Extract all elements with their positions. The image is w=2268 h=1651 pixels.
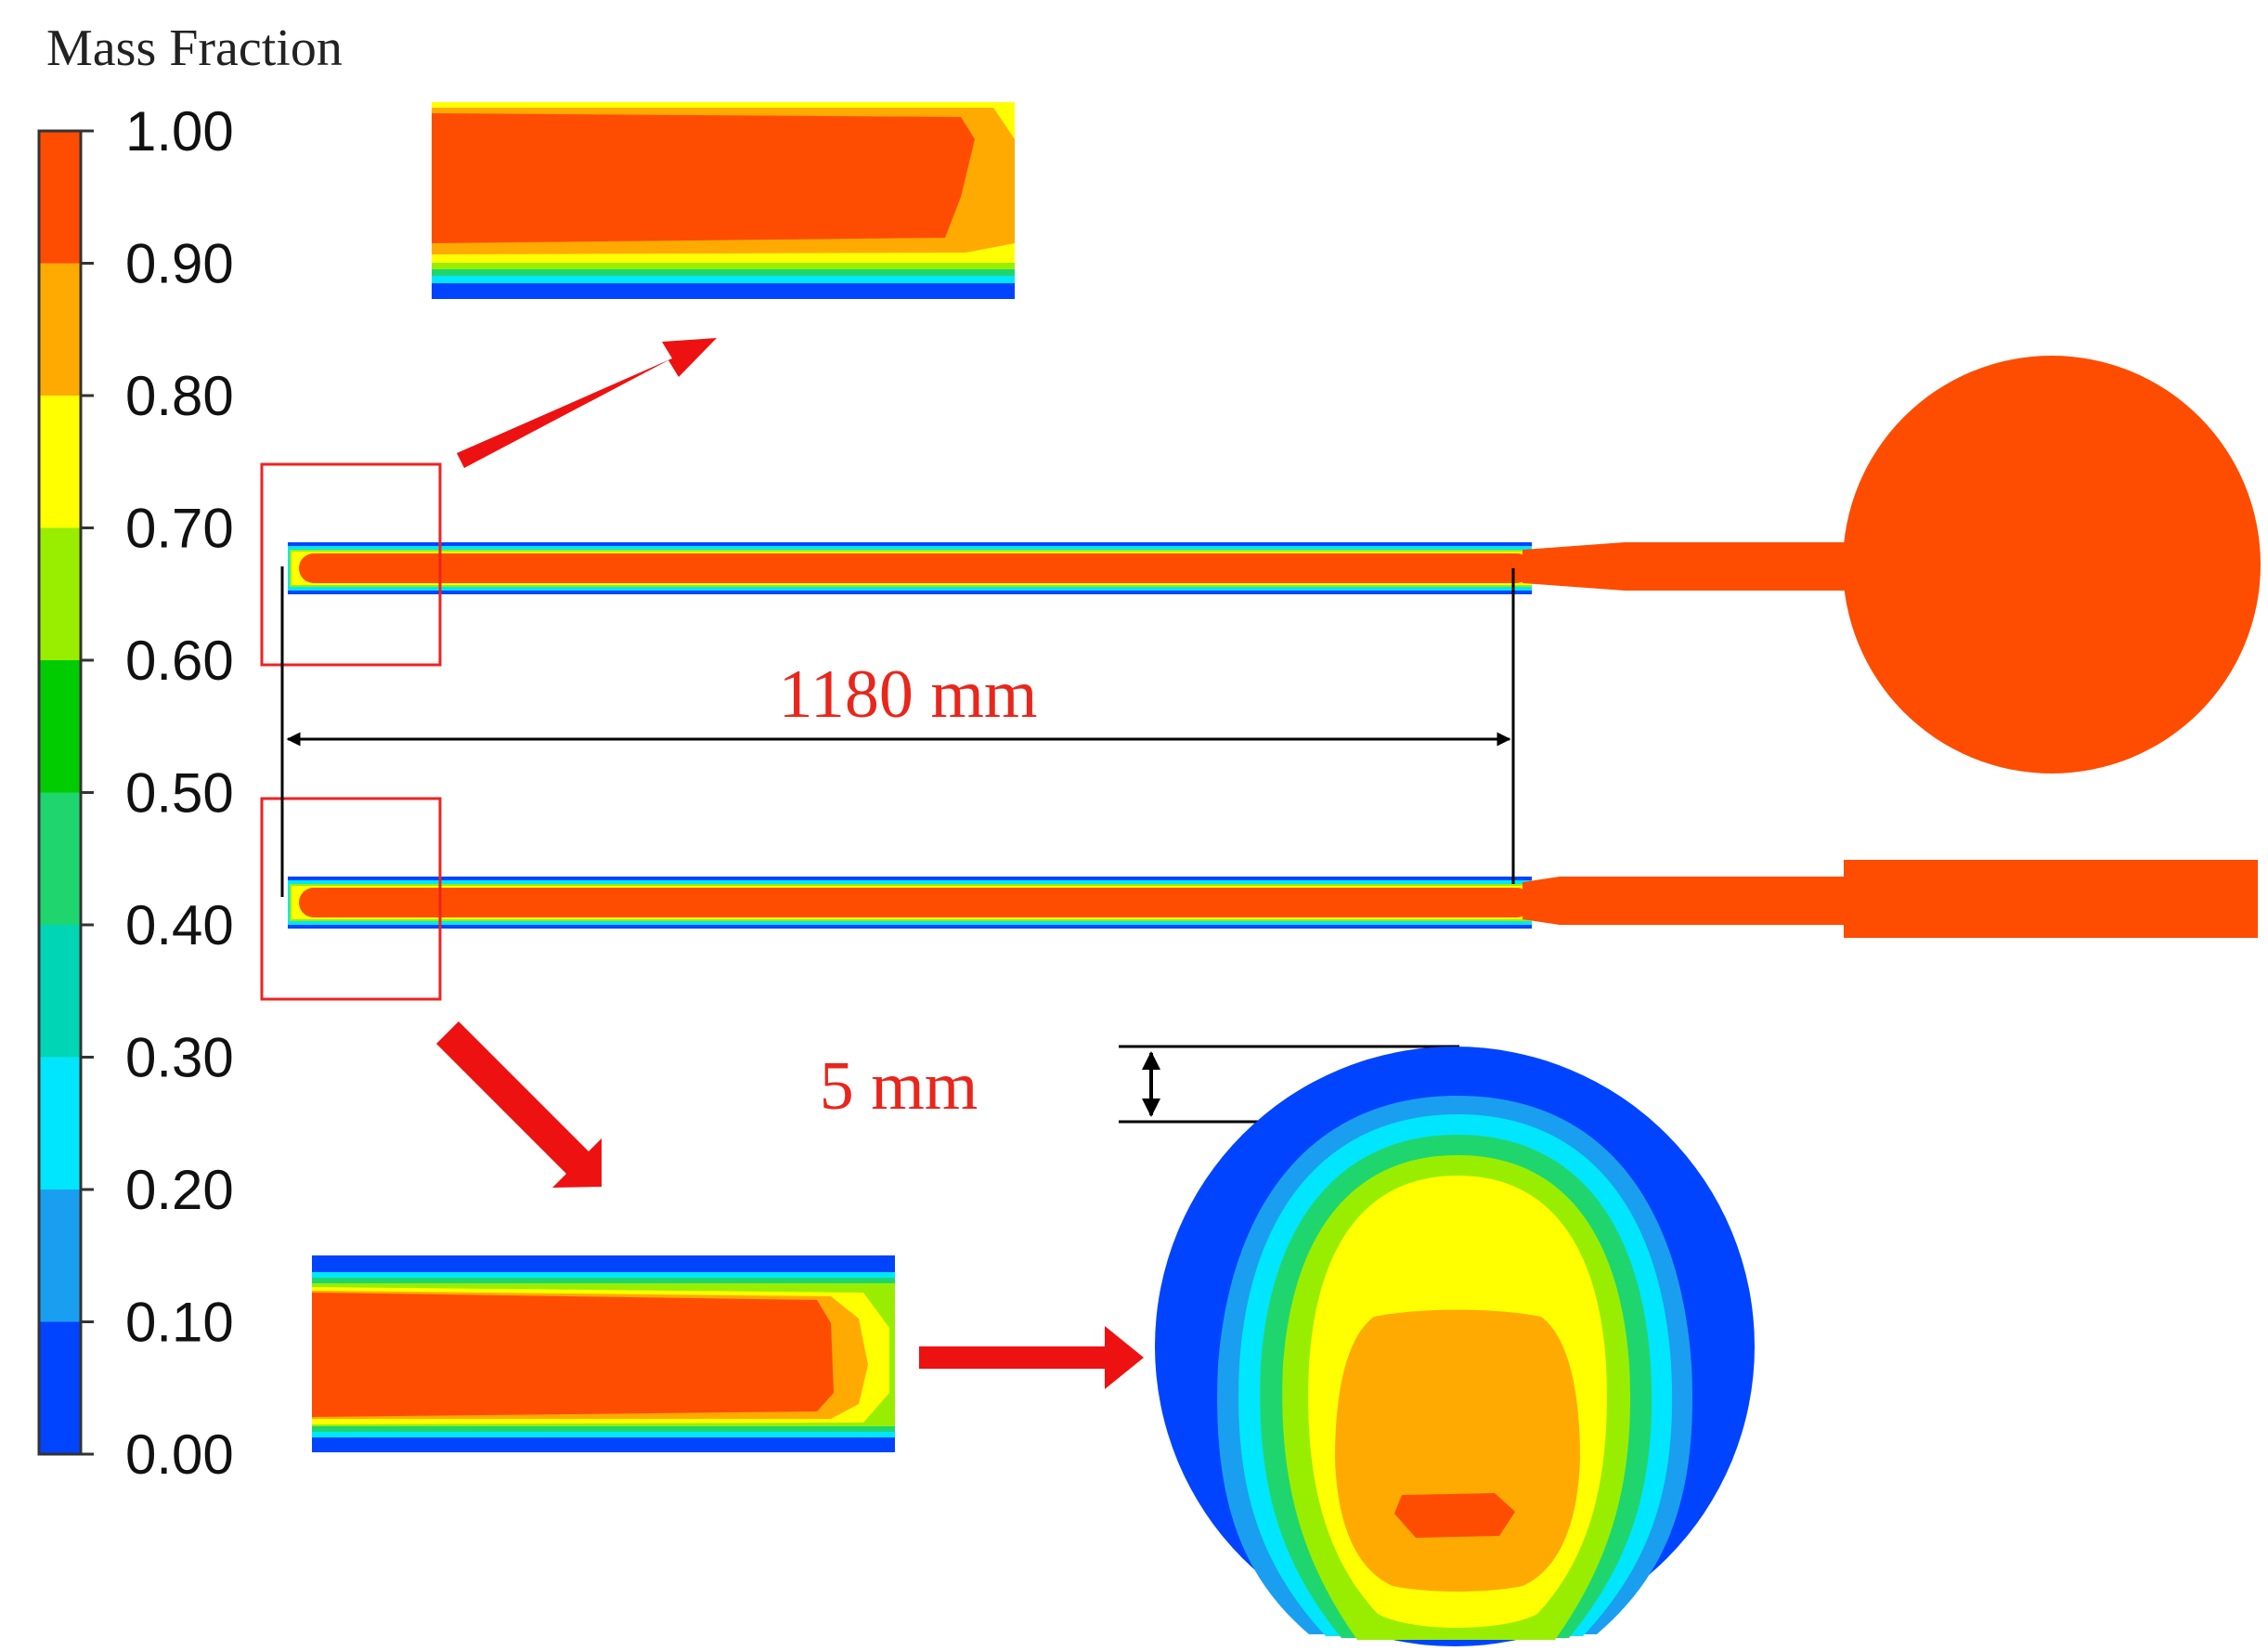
legend-tick-label: 0.00 [125, 1424, 234, 1486]
legend-band [39, 131, 81, 264]
inset-core-region [432, 113, 975, 243]
legend-title: Mass Fraction [46, 20, 343, 77]
lower-highlight-box [260, 797, 442, 1001]
bottom-zoom-inset [312, 1255, 895, 1452]
upper-pipe [288, 356, 2261, 774]
color-legend: Mass Fraction 1.00 0.90 0.80 0.70 0.60 0.50 0.… [37, 20, 343, 1486]
cross-section [1155, 1046, 1755, 1646]
legend-tick-label: 0.90 [125, 233, 234, 295]
arrow-to-top-inset [457, 338, 717, 468]
section-core-region [1394, 1493, 1515, 1538]
legend-tick-label: 0.40 [125, 894, 234, 956]
lower-pipe [288, 860, 2258, 938]
length-label: 1180 mm [779, 656, 1038, 733]
length-dimension: 1180 mm [280, 566, 1515, 897]
rectangular-outlet [1844, 860, 2258, 938]
legend-band [39, 792, 81, 926]
pipe-outlet-section [1523, 877, 1847, 925]
inset-core-region [312, 1293, 834, 1417]
legend-band [39, 1190, 81, 1322]
legend-tick-group: 1.00 0.90 0.80 0.70 0.60 0.50 0.40 0.30 0.20 0.10… [81, 100, 234, 1486]
upper-highlight-box [260, 462, 442, 667]
legend-band [39, 660, 81, 793]
legend-band [39, 263, 81, 396]
legend-band [39, 527, 81, 661]
pipe-outlet-section [1523, 542, 1857, 591]
legend-tick-label: 0.20 [125, 1159, 234, 1221]
legend-tick-label: 0.80 [125, 365, 234, 427]
depth-label: 5 mm [820, 1048, 978, 1124]
legend-band [39, 1321, 81, 1455]
arrow-to-bottom-inset [436, 1021, 602, 1188]
top-zoom-inset [432, 102, 1015, 299]
legend-tick-label: 0.60 [125, 630, 234, 692]
legend-tick-label: 0.50 [125, 762, 234, 825]
section-orange-region [1335, 1309, 1580, 1592]
legend-color-bar [39, 131, 81, 1455]
legend-tick-label: 0.10 [125, 1292, 234, 1354]
legend-band [39, 396, 81, 528]
legend-band [39, 1057, 81, 1190]
legend-tick-label: 1.00 [125, 100, 234, 162]
pipe-core [299, 888, 1532, 917]
round-reservoir [1843, 356, 2261, 774]
arrow-to-cross-section [919, 1326, 1144, 1389]
legend-tick-label: 0.70 [125, 498, 234, 560]
legend-tick-label: 0.30 [125, 1027, 234, 1089]
legend-band [39, 925, 81, 1058]
pipe-core [299, 553, 1532, 583]
